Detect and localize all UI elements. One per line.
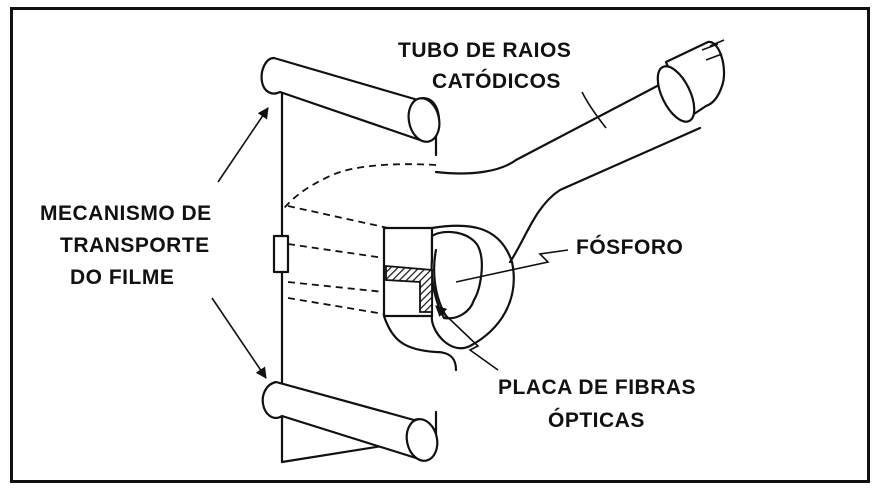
transport-label-line2: TRANSPORTE — [60, 234, 210, 257]
transport-label-line1: MECANISMO DE — [40, 202, 212, 225]
faceplate-block — [272, 205, 515, 372]
fiber-plate-label-line1: PLACA DE FIBRAS — [498, 376, 696, 399]
diagram-frame — [10, 7, 870, 483]
transport-label-line3: DO FILME — [70, 266, 174, 289]
crt-label-line2: CATÓDICOS — [432, 69, 561, 93]
leader-lines — [211, 91, 607, 379]
fiber-plate-label-line2: ÓPTICAS — [548, 408, 645, 432]
bottom-roller — [261, 380, 439, 462]
crt-tube — [283, 39, 726, 264]
phosphor-label: FÓSFORO — [576, 235, 683, 259]
crt-label-line1: TUBO DE RAIOS — [398, 39, 571, 62]
top-roller — [260, 56, 441, 143]
